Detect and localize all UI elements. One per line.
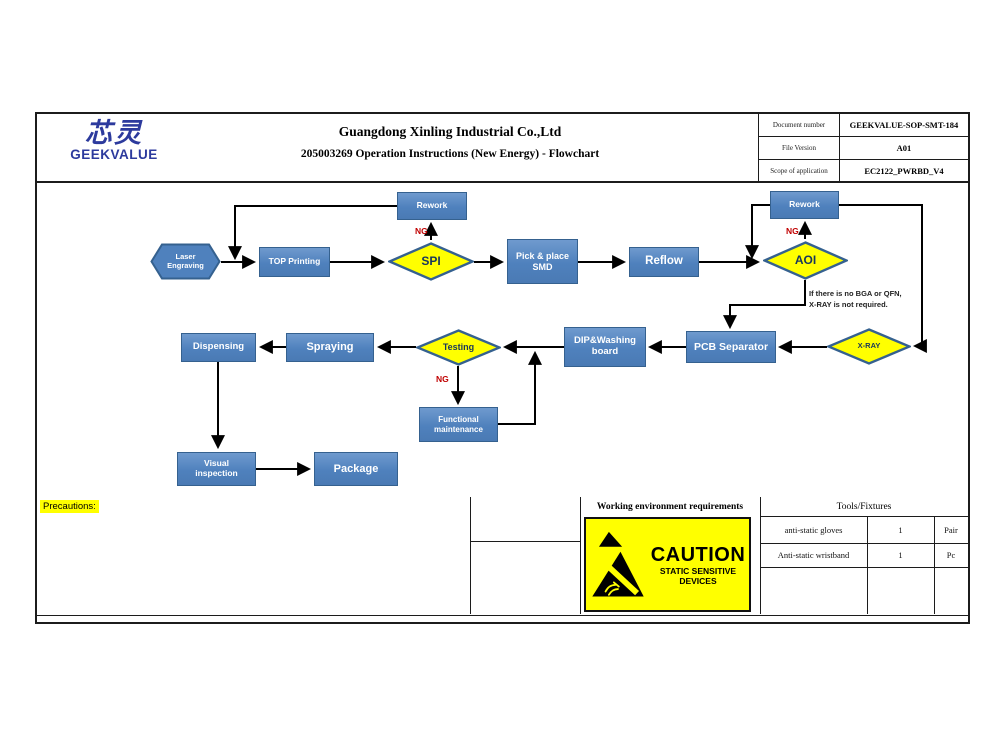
esd-caution-sign: CAUTION STATIC SENSITIVE DEVICES [584, 517, 751, 612]
flow-node-reflow: Reflow [629, 247, 699, 277]
tool-qty-cell [867, 567, 934, 614]
flow-node-dip-washing: DIP&Washing board [564, 327, 646, 367]
tool-name-cell: anti-static gloves [784, 524, 843, 535]
flow-node-functional-maintenance: Functional maintenance [419, 407, 498, 442]
tool-unit-cell [934, 567, 968, 614]
meta-row-scope: Scope of application EC2122_PWRBD_V4 [759, 160, 968, 181]
meta-value: EC2122_PWRBD_V4 [864, 165, 944, 176]
meta-label: Document number [759, 114, 840, 136]
tool-name-cell [760, 567, 867, 614]
node-label: Rework [789, 199, 820, 210]
flow-node-pick-place-smd: Pick & place SMD [507, 239, 578, 284]
meta-row-document-number: Document number GEEKVALUE-SOP-SMT-184 [759, 114, 968, 137]
ng-label-aoi: NG [786, 226, 799, 236]
flow-node-testing: Testing [416, 329, 501, 366]
caution-title: CAUTION [650, 543, 746, 566]
tool-name-cell: Anti-static wristband [777, 550, 850, 560]
ng-label-testing: NG [436, 374, 449, 384]
caution-line2: DEVICES [679, 575, 717, 586]
node-label: Dispensing [192, 341, 245, 353]
node-label: DIP&Washing board [574, 335, 636, 357]
node-label: TOP Printing [268, 256, 321, 267]
document-header: 芯灵 GEEKVALUE Guangdong Xinling Industria… [37, 114, 968, 183]
flow-node-pcb-separator: PCB Separator [686, 331, 776, 363]
sop-document: 芯灵 GEEKVALUE Guangdong Xinling Industria… [35, 112, 970, 624]
flow-node-rework-aoi: Rework [770, 191, 839, 219]
node-label: X-RAY [857, 341, 881, 351]
tools-column-divider [934, 516, 935, 614]
note-line2: X-RAY is not required. [809, 300, 888, 309]
tools-row-divider [760, 516, 968, 517]
company-logo: 芯灵 GEEKVALUE [59, 118, 169, 163]
footer-divider [580, 497, 581, 614]
tools-row-divider [760, 567, 968, 568]
tools-fixtures-header: Tools/Fixtures [836, 501, 892, 512]
xray-condition-note: If there is no BGA or QFN, X-RAY is not … [809, 288, 919, 310]
process-flowchart: Laser Engraving TOP Printing SPI Rework … [37, 183, 968, 497]
tool-unit-cell: Pair [944, 524, 958, 535]
node-label: Pick & place SMD [515, 251, 570, 272]
logo-cn-text: 芯灵 [85, 118, 143, 148]
node-label: Reflow [645, 255, 683, 268]
note-line1: If there is no BGA or QFN, [809, 289, 902, 298]
flow-node-rework-spi: Rework [397, 192, 467, 220]
node-label: Functional maintenance [434, 415, 483, 434]
meta-label: Scope of application [759, 160, 840, 181]
meta-value: A01 [896, 143, 912, 153]
meta-label: File Version [759, 137, 840, 159]
tools-row-divider [760, 543, 968, 544]
flow-node-spi: SPI [388, 242, 474, 281]
esd-hand-icon [589, 531, 644, 596]
footer-divider [470, 497, 471, 614]
flow-node-dispensing: Dispensing [181, 333, 256, 362]
company-name: Guangdong Xinling Industrial Co.,Ltd [338, 124, 562, 139]
flow-node-laser-engraving: Laser Engraving [150, 243, 221, 280]
document-title: 205003269 Operation Instructions (New En… [300, 148, 600, 160]
flow-node-spraying: Spraying [286, 333, 374, 362]
caution-text: CAUTION STATIC SENSITIVE DEVICES [647, 544, 749, 586]
tool-unit-cell: Pc [946, 550, 956, 560]
node-label: Rework [416, 200, 448, 211]
flow-node-visual-inspection: Visual inspection [177, 452, 256, 486]
node-label: SPI [421, 253, 441, 268]
node-label: Visual inspection [195, 458, 238, 478]
logo-en-text: GEEKVALUE [70, 147, 158, 162]
tools-column-divider [867, 516, 868, 614]
node-label: Spraying [306, 341, 354, 354]
meta-row-file-version: File Version A01 [759, 137, 968, 160]
precautions-label: Precautions: [40, 500, 99, 513]
ng-label-spi: NG [415, 226, 428, 236]
node-label: Laser Engraving [167, 251, 204, 270]
middle-cell-divider [470, 541, 580, 542]
node-label: Testing [442, 342, 475, 353]
node-label: PCB Separator [693, 340, 769, 353]
meta-value: GEEKVALUE-SOP-SMT-184 [849, 120, 959, 130]
node-label: AOI [794, 252, 817, 267]
flow-node-xray: X-RAY [827, 328, 911, 365]
caution-line1: STATIC SENSITIVE [659, 565, 737, 576]
document-footer: Precautions: Working environment require… [37, 497, 968, 616]
working-env-header: Working environment requirements [596, 501, 744, 512]
document-meta-table: Document number GEEKVALUE-SOP-SMT-184 Fi… [758, 114, 968, 183]
flow-node-package: Package [314, 452, 398, 486]
flow-connectors [211, 204, 927, 476]
title-block: Guangdong Xinling Industrial Co.,Ltd 205… [147, 123, 753, 163]
tool-qty-cell: 1 [898, 524, 903, 535]
flow-node-top-printing: TOP Printing [259, 247, 330, 277]
flow-node-aoi: AOI [763, 241, 848, 280]
tool-qty-cell: 1 [898, 550, 903, 560]
node-label: Package [333, 462, 379, 475]
footer-divider [760, 497, 761, 614]
